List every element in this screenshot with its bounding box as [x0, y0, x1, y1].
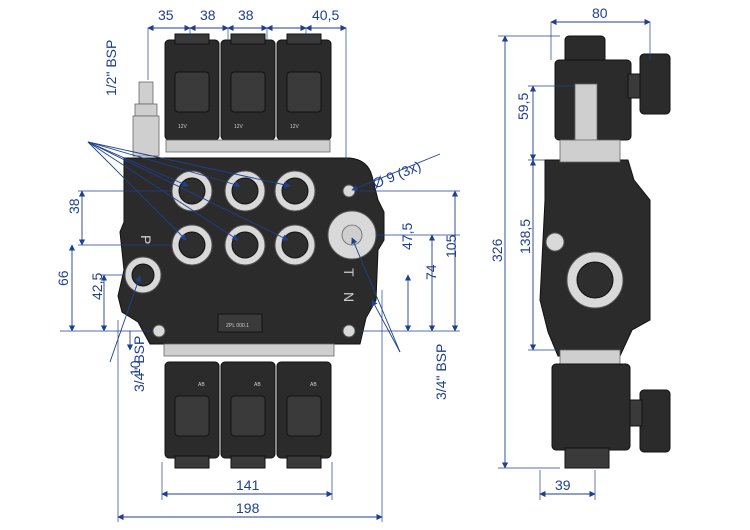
coil-bottom-label-1: AB [198, 382, 205, 388]
thread-label-half-inch: 1/2" BSP [103, 40, 119, 96]
dim-bottom-141: 141 [236, 477, 260, 493]
dimensions-right: 47,5 74 105 [360, 190, 460, 332]
coil-label-2: 12V [234, 124, 244, 130]
coil-bottom-label-2: AB [254, 382, 261, 388]
pressure-fitting [132, 81, 160, 157]
dim-bottom-198: 198 [236, 500, 260, 516]
thread-label-bottom-left: 3/4" BSP [131, 336, 147, 392]
dim-top-40-5: 40,5 [312, 7, 339, 23]
dim-right-105: 105 [443, 234, 459, 258]
dim-left-66: 66 [55, 270, 71, 286]
dim-side-39: 39 [555, 477, 571, 493]
dim-side-138-5: 138,5 [517, 219, 533, 254]
coil-bottom-label-3: AB [310, 382, 317, 388]
dim-right-74: 74 [423, 264, 439, 280]
bottom-solenoid-coils: AB AB AB [164, 361, 332, 469]
dim-left-38: 38 [66, 198, 82, 214]
thread-label-bottom-right: 3/4" BSP [433, 344, 449, 400]
face-letter-t: T [341, 268, 357, 277]
valve-body: ZPL 000.1 P T N [117, 157, 385, 357]
dim-side-80: 80 [592, 5, 608, 21]
coil-label-3: 12V [290, 124, 300, 130]
dimensions-left: 38 66 42,5 10 [55, 190, 172, 376]
side-view [539, 35, 671, 469]
dim-top-38a: 38 [200, 7, 216, 23]
top-solenoid-coils: 12V 12V 12V [164, 33, 332, 153]
front-view: 12V 12V 12V [117, 33, 385, 469]
mount-hole-3 [342, 324, 356, 338]
dim-top-35: 35 [158, 7, 174, 23]
dim-side-59-5: 59,5 [515, 93, 531, 120]
coil-label-1: 12V [178, 124, 188, 130]
mount-hole-1 [342, 184, 356, 198]
dim-right-47-5: 47,5 [399, 223, 415, 250]
dimensions-bottom: 141 198 39 [117, 290, 596, 522]
face-letter-p: P [138, 235, 154, 244]
hole-dimension-label: Ø 9 (3x) [370, 158, 423, 192]
face-letter-n: N [341, 292, 357, 302]
dimensions-side: 326 59,5 138,5 [489, 35, 575, 469]
body-plate-label: ZPL 000.1 [226, 323, 249, 329]
dim-left-42-5: 42,5 [89, 273, 105, 300]
dim-left-10: 10 [127, 360, 143, 376]
dim-side-326: 326 [489, 238, 505, 262]
dim-top-38b: 38 [238, 7, 254, 23]
mount-hole-2 [152, 324, 166, 338]
dimensions-top: 35 38 38 40,5 80 [147, 5, 651, 160]
